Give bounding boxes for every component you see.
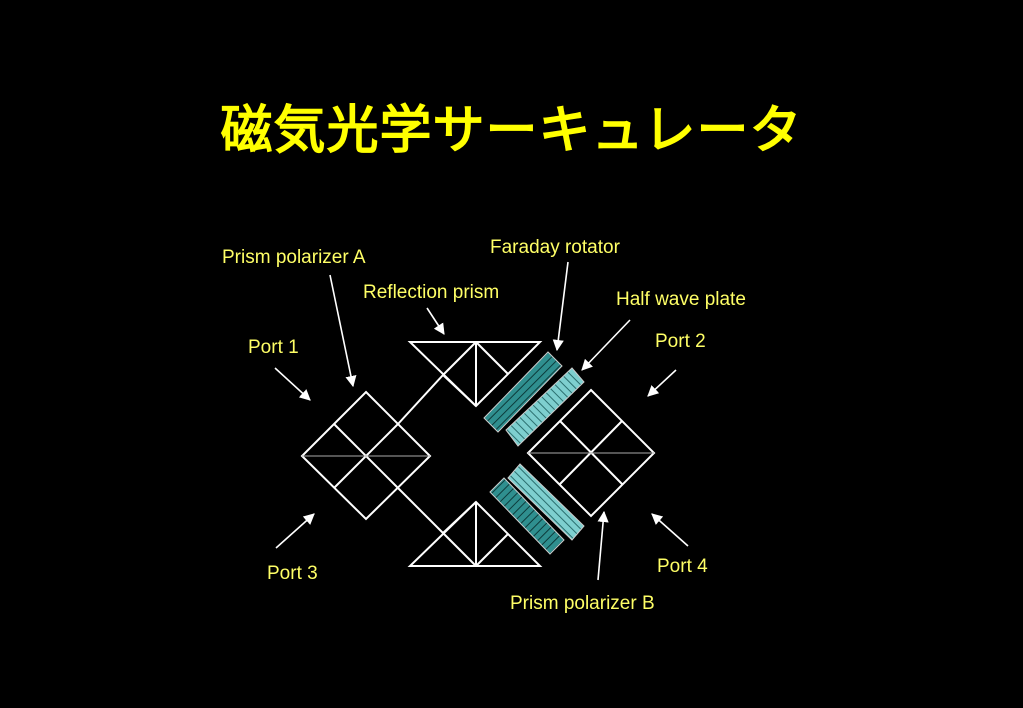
label-prism-polarizer-a: Prism polarizer A	[222, 247, 366, 268]
label-prism-polarizer-b: Prism polarizer B	[510, 593, 655, 614]
faraday-rotator-upper	[483, 351, 563, 433]
half-wave-plate-upper	[505, 367, 585, 447]
beam-paths	[397, 374, 444, 534]
port-arrows	[274, 367, 689, 549]
label-port-1: Port 1	[248, 337, 299, 358]
label-port-3: Port 3	[267, 563, 318, 584]
label-reflection-prism: Reflection prism	[363, 282, 499, 303]
label-faraday-rotator: Faraday rotator	[490, 237, 621, 258]
reflection-prism-lower	[407, 500, 543, 567]
slide-title: 磁気光学サーキュレータ	[220, 101, 803, 161]
prism-polarizer-b	[526, 388, 656, 518]
label-port-4: Port 4	[657, 556, 708, 577]
faraday-rotator-lower	[489, 477, 565, 555]
prism-polarizer-a	[300, 390, 432, 521]
half-wave-plate-lower	[507, 463, 585, 541]
label-port-2: Port 2	[655, 331, 706, 352]
pointer-lines	[329, 261, 631, 581]
label-half-wave-plate: Half wave plate	[616, 289, 746, 310]
reflection-prism-upper	[407, 341, 543, 408]
